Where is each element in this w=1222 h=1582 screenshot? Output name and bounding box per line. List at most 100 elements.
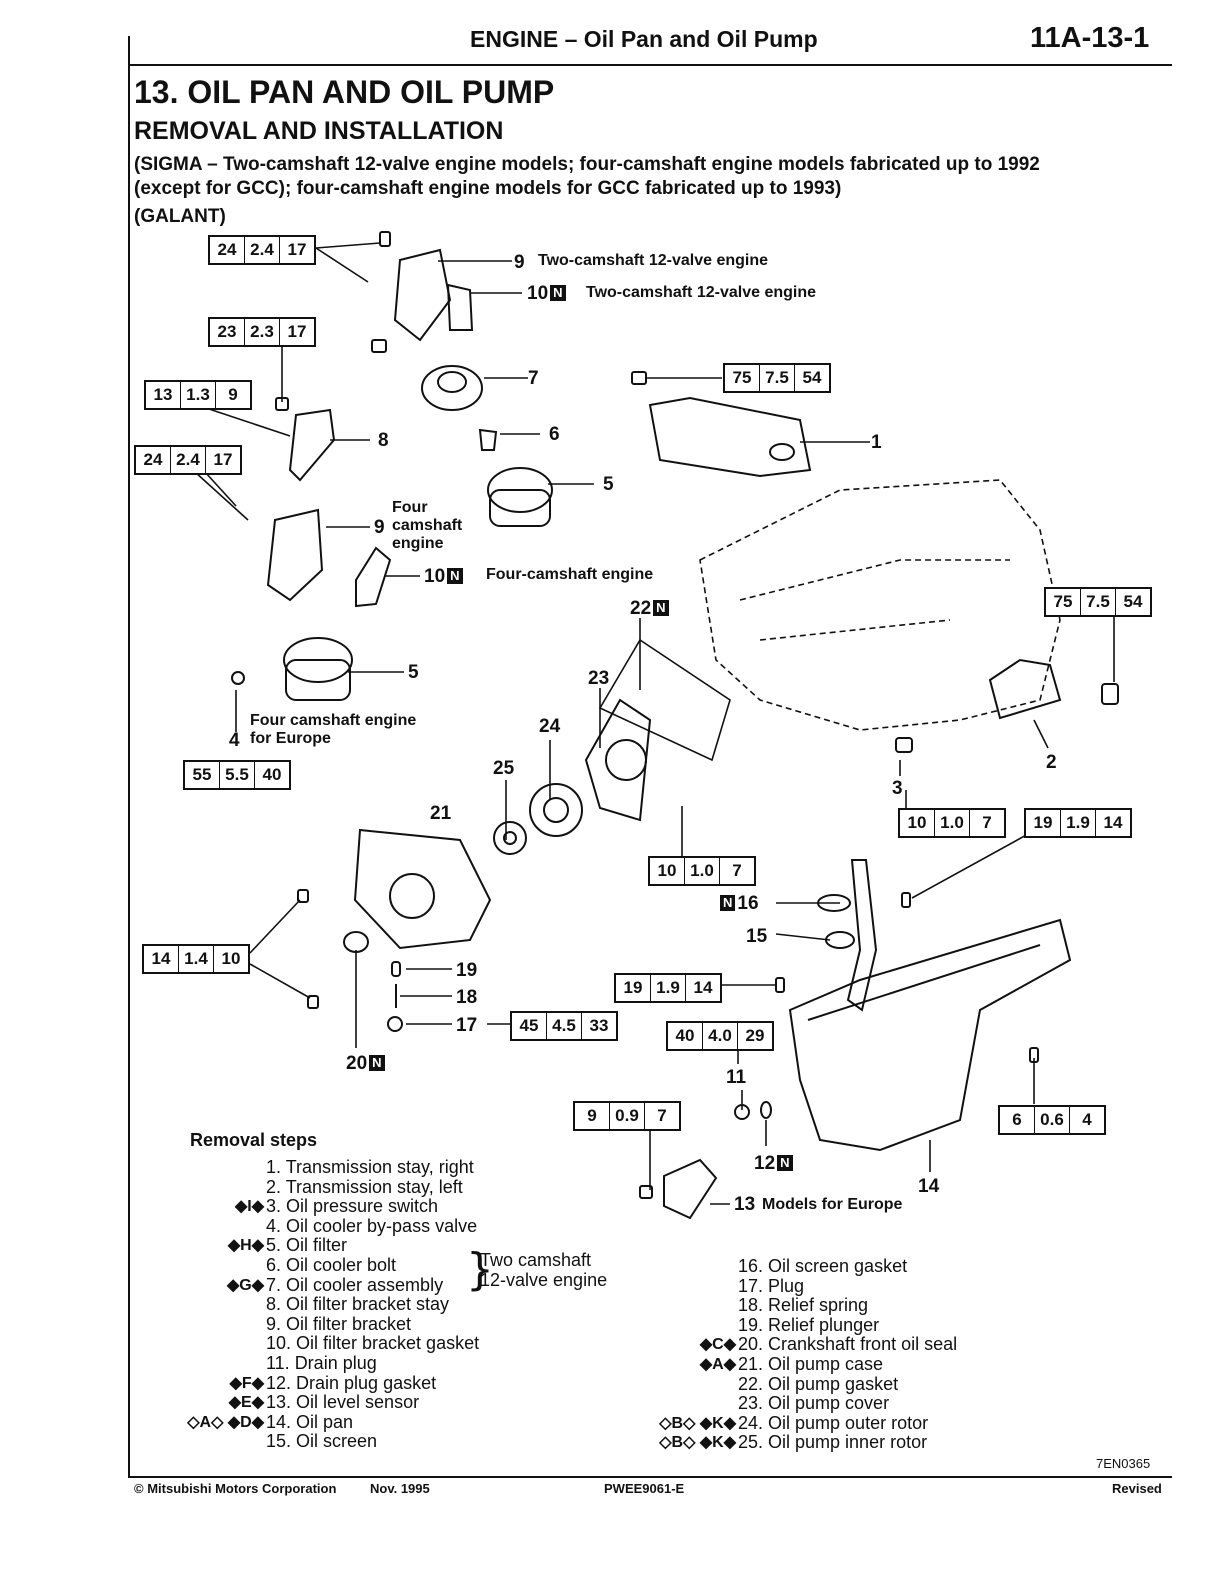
- torque-kgfm: 1.9: [1061, 810, 1096, 836]
- step-mark: ◆C◆: [699, 1336, 736, 1354]
- torque-ftlbf: 40: [262, 765, 282, 784]
- step-mark: ◆F◆: [229, 1374, 264, 1392]
- removal-step: 5. Oil filter: [266, 1235, 348, 1256]
- torque-box: 24 2.4 17: [208, 235, 316, 265]
- torque-ftlbf: 17: [287, 322, 307, 341]
- step-mark: ◇B◇ ◆K◆: [659, 1414, 736, 1432]
- callout-24: 24: [539, 716, 561, 737]
- callout-25: 25: [493, 758, 515, 779]
- removal-step: 2. Transmission stay, left: [266, 1176, 463, 1197]
- removal-step: 3. Oil pressure switch: [266, 1196, 439, 1217]
- callout-9: 9: [514, 252, 525, 273]
- torque-ftlbf: 14: [693, 978, 713, 997]
- step-mark: ◇A◇ ◆D◆: [187, 1413, 264, 1431]
- footer-copyright: © Mitsubishi Motors Corporation: [134, 1481, 337, 1496]
- torque-box: 75 7.5 54: [1044, 587, 1152, 617]
- torque-nm: 10: [900, 810, 935, 836]
- torque-nm: 9: [575, 1103, 610, 1129]
- torque-box: 45 4.5 33: [510, 1011, 618, 1041]
- torque-ftlbf: 9: [228, 385, 238, 404]
- torque-kgfm: 5.5: [220, 762, 255, 788]
- header-title: ENGINE – Oil Pan and Oil Pump: [470, 26, 818, 52]
- footer-pub-number: PWEE9061-E: [604, 1481, 685, 1496]
- removal-step: 23. Oil pump cover: [738, 1393, 890, 1414]
- brace-note-1: Two camshaft: [480, 1250, 592, 1270]
- torque-box: 19 1.9 14: [1024, 808, 1132, 838]
- leader-lines: [194, 242, 1115, 1205]
- torque-box: 55 5.5 40: [183, 760, 291, 790]
- torque-box: 10 1.0 7: [898, 808, 1006, 838]
- callout-9-four-note-3: engine: [392, 535, 444, 552]
- callout-9-four-note-2: camshaft: [392, 517, 463, 534]
- engine-block-outline: [699, 479, 1061, 731]
- torque-ftlbf: 4: [1082, 1110, 1092, 1129]
- brace-note-2: 12-valve engine: [480, 1270, 608, 1290]
- torque-kgfm: 0.9: [610, 1103, 645, 1129]
- model-name: (GALANT): [134, 206, 226, 227]
- torque-kgfm: 2.4: [171, 447, 206, 473]
- callout-5-four: 5: [408, 662, 419, 683]
- removal-steps-heading: Removal steps: [190, 1130, 318, 1150]
- torque-nm: 14: [144, 946, 179, 972]
- callout-4: 4: [229, 730, 240, 751]
- torque-nm: 75: [725, 365, 760, 391]
- footer-date: Nov. 1995: [370, 1481, 430, 1496]
- torque-kgfm: 1.0: [685, 858, 720, 884]
- callout-17: 17: [456, 1015, 478, 1036]
- torque-nm: 55: [185, 762, 220, 788]
- callout-19: 19: [456, 960, 478, 981]
- torque-box: 9 0.9 7: [573, 1101, 681, 1131]
- removal-step: 8. Oil filter bracket stay: [266, 1294, 450, 1315]
- torque-ftlbf: 7: [657, 1106, 667, 1125]
- removal-step: 13. Oil level sensor: [266, 1392, 420, 1413]
- torque-nm: 13: [146, 382, 181, 408]
- callout-9-note: Two-camshaft 12-valve engine: [538, 252, 768, 269]
- step-mark: ◆G◆: [226, 1276, 264, 1294]
- new-part-badge: N: [653, 600, 669, 616]
- removal-step: 20. Crankshaft front oil seal: [738, 1334, 958, 1355]
- callout-9-four-note-1: Four: [392, 499, 428, 516]
- torque-ftlbf: 29: [745, 1026, 765, 1045]
- callout-1: 1: [871, 432, 882, 453]
- brace-symbol: }: [466, 1244, 494, 1295]
- removal-step: 9. Oil filter bracket: [266, 1313, 412, 1334]
- torque-kgfm: 2.3: [245, 319, 280, 345]
- callout-4-note-1: Four camshaft engine: [250, 712, 417, 729]
- callout-10-four-note: Four-camshaft engine: [486, 566, 654, 583]
- step-mark: ◆I◆: [234, 1198, 264, 1216]
- footer-rule: [128, 1476, 1172, 1478]
- callout-15: 15: [746, 926, 768, 947]
- torque-box: 19 1.9 14: [614, 973, 722, 1003]
- torque-ftlbf: 7: [732, 861, 742, 880]
- torque-box: 13 1.3 9: [144, 380, 252, 410]
- torque-nm: 6: [1000, 1107, 1035, 1133]
- torque-nm: 23: [210, 319, 245, 345]
- torque-box: 75 7.5 54: [723, 363, 831, 393]
- torque-kgfm: 7.5: [760, 365, 795, 391]
- callout-11: 11: [726, 1067, 747, 1088]
- callout-13: 13: [734, 1194, 756, 1215]
- figure-code: 7EN0365: [1096, 1456, 1151, 1471]
- removal-step: 25. Oil pump inner rotor: [738, 1432, 928, 1453]
- torque-nm: 40: [668, 1023, 703, 1049]
- step-mark: ◇B◇ ◆K◆: [659, 1434, 736, 1452]
- torque-kgfm: 1.4: [179, 946, 214, 972]
- part-shapes: [231, 231, 1119, 1220]
- step-mark: ◆E◆: [228, 1394, 264, 1412]
- section-title: 13. OIL PAN AND OIL PUMP: [134, 74, 555, 110]
- torque-box: 10 1.0 7: [648, 856, 756, 886]
- footer-status: Revised: [1112, 1481, 1162, 1496]
- callout-5: 5: [603, 474, 614, 495]
- removal-step: 19. Relief plunger: [738, 1314, 880, 1335]
- new-part-badge: N: [369, 1055, 385, 1071]
- callout-23: 23: [588, 668, 610, 689]
- callout-3: 3: [892, 778, 903, 799]
- removal-step: 14. Oil pan: [266, 1411, 354, 1432]
- torque-ftlbf: 7: [982, 813, 992, 832]
- torque-kgfm: 7.5: [1081, 589, 1116, 615]
- removal-step: 15. Oil screen: [266, 1431, 378, 1452]
